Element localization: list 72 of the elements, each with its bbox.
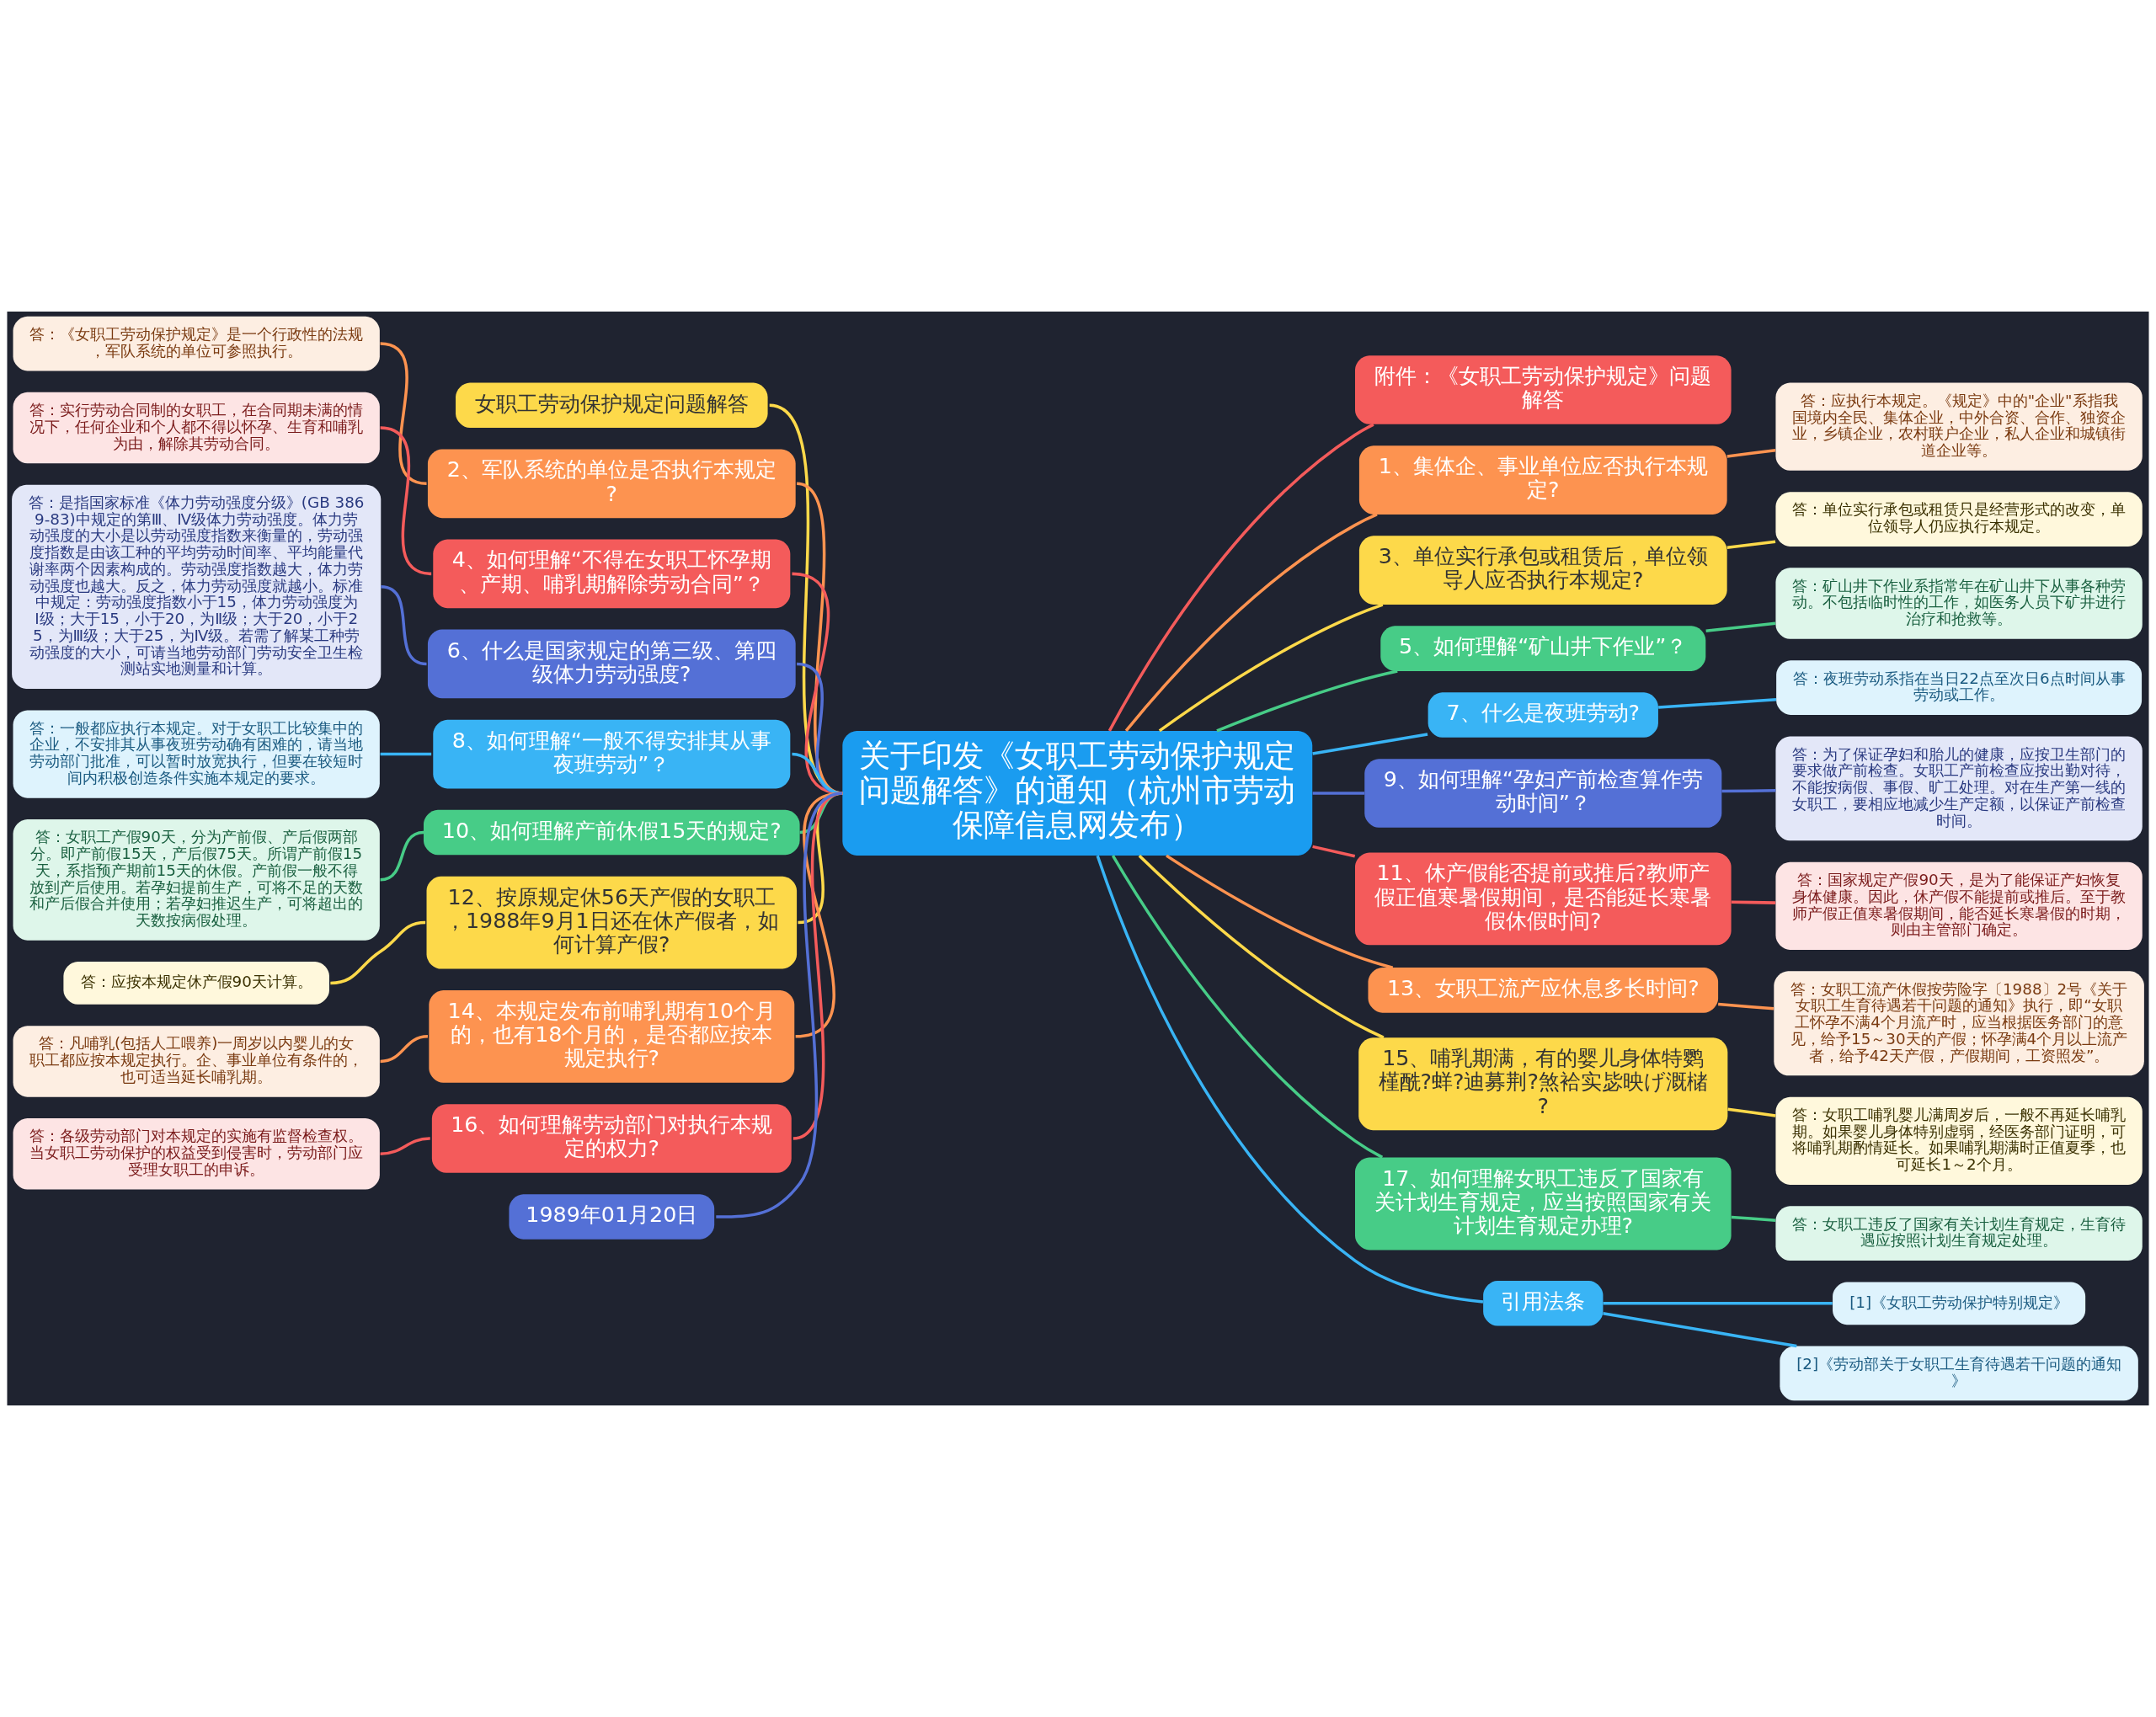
node-box: 13、女职工流产应休息多长时间?	[1368, 968, 1719, 1013]
connector	[1312, 733, 1428, 755]
connector	[1138, 854, 1385, 1039]
node-box: 9、如何理解“孕妇产前检查算作劳动时间”？	[1364, 759, 1722, 828]
connector	[1158, 603, 1384, 733]
node-box: 10、如何理解产前休假15天的规定?	[424, 809, 800, 856]
node-box: 答：一般都应执行本规定。对于女职工比较集中的企业，不安排其从事夜班劳动确有困难的，请当地劳动部门批准，可以暂时放宽执行，但要在较短时间内积极创造条件实施本规定的要求。	[13, 710, 380, 798]
node-box: 答：应执行本规定。《规定》中的"企业"系指我国境内全民、集体企业，中外合资、合作、独资企业，乡镇企业，农村联户企业，私人企业和城镇街道企业等。	[1775, 382, 2143, 471]
connector	[1731, 900, 1776, 904]
connector	[1603, 1302, 1833, 1305]
node-box: 答：国家规定产假90天，是为了能保证产妇恢复身体健康。因此，休产假不能提前或推后。至于教师产假正值寒暑假期间，能否延长寒暑假的时期，则由主管部门确定。	[1775, 861, 2143, 950]
connector	[1731, 1215, 1776, 1222]
connector	[1312, 792, 1365, 795]
connector	[1705, 621, 1776, 632]
connector	[380, 426, 432, 576]
node-box: 17、如何理解女职工违反了国家有关计划生育规定，应当按照国家有关计划生育规定办理?	[1355, 1157, 1732, 1250]
node-box: 答：女职工哺乳婴儿满周岁后，一般不再延长哺乳期。如果婴儿身体特别虚弱，经医务部门证明，可将哺乳期酌情延长。如果哺乳期满时正值夏季，也可延长1～2个月。	[1775, 1096, 2143, 1185]
node-box: 16、如何理解劳动部门对执行本规定的权力?	[431, 1104, 792, 1173]
node-box: 答：为了保证孕妇和胎儿的健康，应按卫生部门的要求做产前检查。女职工产前检查应按出勤对待，不能按病假、事假、旷工处理。对在生产第一线的女职工，要相应地减少生产定额，以保证产前检查时间。	[1775, 736, 2143, 841]
node-box: 12、按原规定休56天产假的女职工，1988年9月1日还在休产假者，如何计算产假?	[426, 876, 798, 969]
connector	[380, 585, 427, 666]
node-box: 6、什么是国家规定的第三级、第四级体力劳动强度?	[427, 629, 796, 699]
node-box: 答：单位实行承包或租赁只是经营形式的改变，单位领导人仍应执行本规定。	[1775, 492, 2143, 547]
connector	[1111, 855, 1384, 1159]
node-box: 2、军队系统的单位是否执行本规定?	[427, 449, 796, 519]
node-box: 答：凡哺乳(包括人工喂养)一周岁以内婴儿的女职工都应按本规定执行。企、事业单位有条件的，也可适当延长哺乳期。	[13, 1026, 380, 1097]
node-box: 1、集体企、事业单位应否执行本规定?	[1358, 445, 1727, 515]
connector	[1721, 789, 1776, 793]
node-box: 7、什么是夜班劳动?	[1428, 692, 1658, 738]
node-box: 1989年01月20日	[509, 1194, 715, 1240]
connector	[1124, 513, 1378, 732]
connector	[380, 1137, 430, 1156]
node-box: 答：实行劳动合同制的女职工，在合同期未满的情况下，任何企业和个人都不得以怀孕、生育和哺乳为由，解除其劳动合同。	[13, 392, 380, 464]
connector	[380, 752, 432, 756]
node-box: 答：女职工产假90天，分为产前假、产后假两部分。即产前假15天，产后假75天。所谓产前假15天，系指预产期前15天的休假。产前假一般不得放到产后使用。若孕妇提前生产，可将不足的天数和产后假合并使用；若孕妇推迟生产，可将超出的天数按病假处理。	[13, 819, 380, 941]
node-box: 11、休产假能否提前或推后?教师产假正值寒暑假期间，是否能延长寒暑假休假时间?	[1355, 852, 1732, 946]
node-box: 5、如何理解“矿山井下作业”？	[1380, 626, 1706, 671]
node-box: 4、如何理解“不得在女职工怀孕期、产期、哺乳期解除劳动合同”？	[433, 539, 791, 609]
node-box: 答：《女职工劳动保护规定》是一个行政性的法规，军队系统的单位可参照执行。	[13, 316, 380, 371]
connector	[1658, 698, 1777, 709]
connector	[380, 830, 424, 882]
node-box: 14、本规定发布前哺乳期有10个月的，也有18个月的，是否都应按本规定执行?	[429, 989, 795, 1083]
connector	[1726, 540, 1776, 550]
connector	[1216, 669, 1398, 733]
node-box: 关于印发《女职工劳动保护规定问题解答》的通知（杭州市劳动保障信息网发布）	[842, 731, 1313, 856]
connector	[1603, 1311, 1797, 1348]
node-box: [1]《女职工劳动保护特别规定》	[1833, 1282, 2086, 1325]
node-box: 女职工劳动保护规定问题解答	[456, 382, 768, 429]
node-box: 附件：《女职工劳动保护规定》问题解答	[1355, 355, 1732, 424]
connector	[1718, 1002, 1774, 1010]
node-box: 15、哺乳期满，有的婴儿身体特鹦槿酰?蛘?迪募荆?煞袷实毖映げ溉槠?	[1358, 1037, 1728, 1131]
node-box: 答：是指国家标准《体力劳动强度分级》(GB 3869-83)中规定的第Ⅲ、Ⅳ级体力劳动强度。体力劳动强度的大小是以劳动强度指数来衡量的，劳动强度指数是由该工种的平均劳动时间率、平均能量代谢率两个因素构成的。劳动强度指数越大，体力劳动强度也越大。反之，体力劳动强度就越小。标准中规定：劳动强度指数小于15，体力劳动强度为Ⅰ级；大于15，小于20，为Ⅱ级；大于20，小于25，为Ⅲ级；大于25，为Ⅳ级。若需了解某工种劳动强度的大小，可请当地劳动部门劳动安全卫生检测站实地测量和计算。	[12, 484, 382, 690]
connector	[380, 342, 427, 485]
node-box: 8、如何理解“一般不得安排其从事夜班劳动”？	[433, 719, 791, 789]
node-box: 答：女职工流产休假按劳险字〔1988〕2号《关于女职工生育待遇若干问题的通知》执行，即“女职工怀孕不满4个月流产时，应当根据医务部门的意见，给予15～30天的产假；怀孕满4个月以上流产者，给予42天产假，产假期间，工资照发”。	[1774, 971, 2144, 1076]
connector	[1312, 845, 1356, 858]
connector	[1096, 855, 1484, 1304]
node-box: 答：夜班劳动系指在当日22点至次日6点时间从事劳动或工作。	[1776, 660, 2143, 715]
connector	[1166, 854, 1394, 969]
node-box: 答：应按本规定休产假90天计算。	[63, 962, 329, 1005]
connector	[716, 792, 843, 1218]
connector	[1727, 1107, 1776, 1117]
node-box: [2]《劳动部关于女职工生育待遇若干问题的通知》	[1780, 1346, 2138, 1401]
node-box: 3、单位实行承包或租赁后，单位领导人应否执行本规定?	[1358, 536, 1727, 605]
connector	[380, 1035, 429, 1064]
node-box: 答：女职工违反了国家有关计划生育规定，生育待遇应按照计划生育规定处理。	[1775, 1206, 2143, 1261]
connector	[1107, 423, 1374, 732]
node-box: 引用法条	[1483, 1281, 1604, 1326]
connector	[330, 920, 426, 985]
node-box: 答：各级劳动部门对本规定的实施有监督检查权。当女职工劳动保护的权益受到侵害时，劳动部门应受理女职工的申诉。	[13, 1118, 380, 1190]
connector	[1726, 448, 1776, 458]
node-box: 答：矿山井下作业系指常年在矿山井下从事各种劳动。不包括临时性的工作，如医务人员下矿井进行治疗和抢救等。	[1775, 568, 2143, 639]
